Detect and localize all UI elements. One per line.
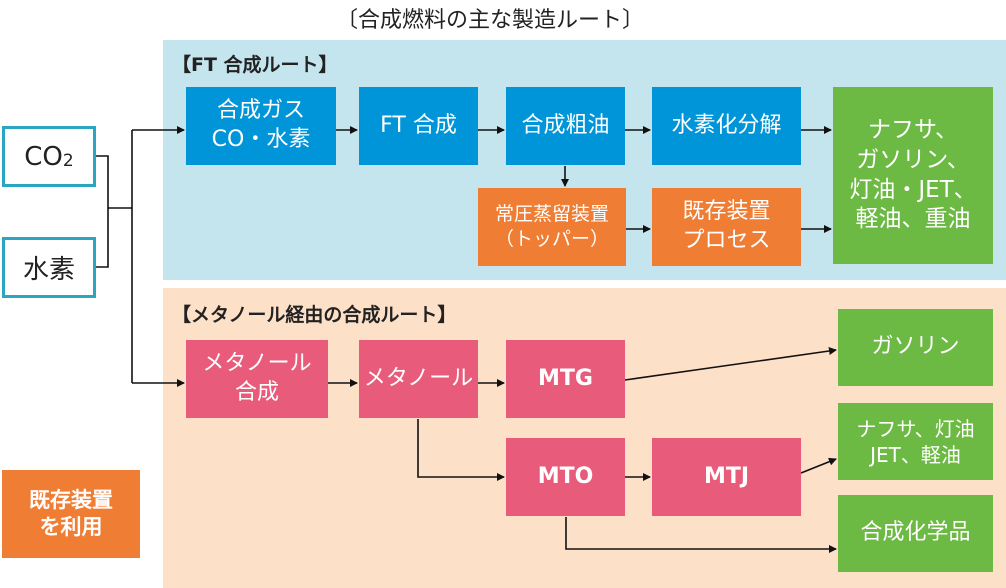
diagram-title: 〔合成燃料の主な製造ルート〕 [335,8,644,33]
existing-process-box: 既存装置 プロセス [652,188,801,266]
methanol-box: メタノール [359,340,478,418]
ft-route-title: 【FT 合成ルート】 [172,54,338,76]
ft-synthesis-box: FT 合成 [359,87,478,165]
ft-products-box: ナフサ、 ガソリン、 灯油・JET、 軽油、重油 [833,87,993,264]
mtj-box: MTJ [652,438,801,516]
hydrocracking-box: 水素化分解 [652,87,801,165]
mtg-box: MTG [506,340,625,418]
hydrogen-source: 水素 [2,237,96,298]
methanol-route-title: 【メタノール経由の合成ルート】 [172,304,457,326]
synthetic-crude-box: 合成粗油 [506,87,625,165]
synthetic-chemicals-box: 合成化学品 [838,495,993,572]
gasoline-box: ガソリン [838,309,993,386]
topper-box: 常圧蒸留装置 （トッパー） [478,188,626,266]
mto-box: MTO [506,438,625,516]
co2-label: CO [24,141,63,172]
legend-existing-equipment: 既存装置 を利用 [2,470,140,558]
naphtha-kerosene-box: ナフサ、灯油 JET、軽油 [838,403,993,480]
syngas-box: 合成ガス CO・水素 [186,87,336,165]
methanol-synthesis-box: メタノール 合成 [186,340,328,418]
co2-subscript: 2 [62,150,74,171]
